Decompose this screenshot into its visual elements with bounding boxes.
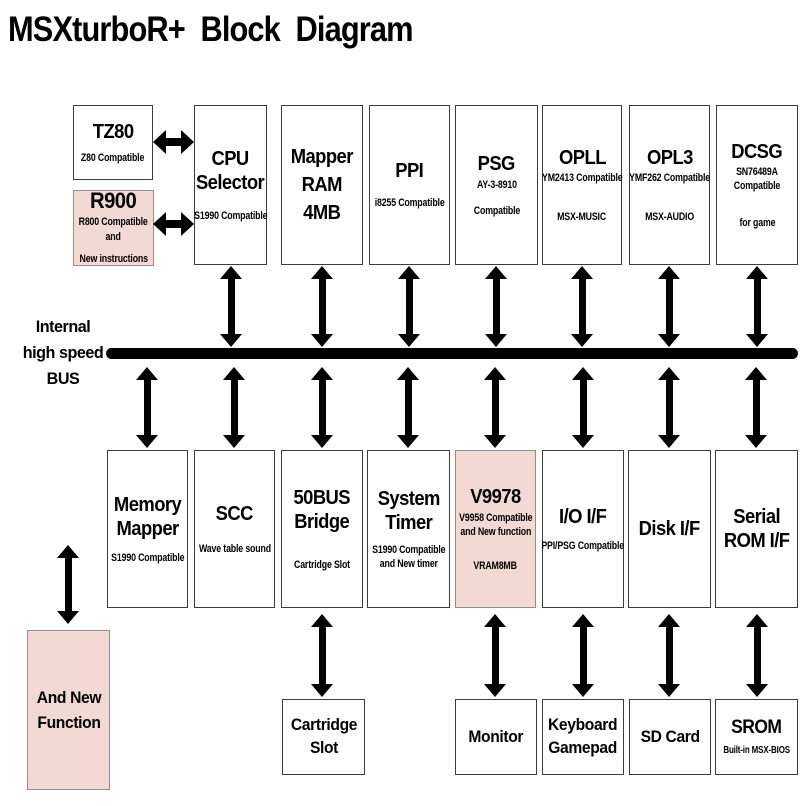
- v9978-line1: V9958 Compatible and New function: [458, 511, 533, 538]
- block-keyboard-gamepad: Keyboard Gamepad: [542, 699, 624, 775]
- arrow-bus-scc: [223, 367, 245, 448]
- arrow-50bus-bridge-cartridge-slot: [311, 614, 333, 697]
- opll-line1: YM2413 Compatible: [541, 172, 623, 185]
- block-system-timer: System Timer S1990 Compatible and New ti…: [367, 450, 450, 608]
- psg-line2: Compatible: [473, 205, 520, 217]
- block-sd-card: SD Card: [629, 699, 711, 775]
- cpu-selector-subtitle: S1990 Compatible: [193, 209, 268, 222]
- ppi-title: PPI: [395, 160, 424, 183]
- tz80-title: TZ80: [92, 120, 134, 143]
- io-if-subtitle: PPI/PSG Compatible: [541, 539, 625, 552]
- block-psg: PSG AY-3-8910 Compatible: [455, 105, 538, 265]
- arrow-bus-50bus-bridge: [311, 367, 333, 448]
- block-50bus-bridge: 50BUS Bridge Cartridge Slot: [281, 450, 363, 608]
- arrow-r900-cpu-selector: [153, 212, 194, 236]
- psg-title: PSG: [477, 152, 516, 175]
- page-title: MSXturboR+ Block Diagram: [8, 10, 414, 49]
- arrow-io-if-keyboard-gamepad: [572, 614, 594, 697]
- 50bus-bridge-title: 50BUS Bridge: [293, 486, 351, 533]
- block-tz80: TZ80 Z80 Compatible: [73, 105, 153, 180]
- serial-rom-if-title: Serial ROM I/F: [723, 506, 790, 552]
- block-opl3: OPL3 YMF262 Compatible MSX-AUDIO: [629, 105, 710, 265]
- block-memory-mapper: Memory Mapper S1990 Compatible: [107, 450, 188, 608]
- dcsg-line2: for game: [739, 216, 775, 229]
- arrow-cpu-selector-bus: [220, 266, 242, 347]
- block-r900: R900 R800 Compatible and New instruction…: [73, 187, 154, 266]
- arrow-memory-mapper-and-new-function: [57, 545, 79, 624]
- block-v9978: V9978 V9958 Compatible and New function …: [455, 450, 536, 608]
- arrow-bus-serial-rom-if: [745, 367, 767, 448]
- block-io-if: I/O I/F PPI/PSG Compatible: [541, 450, 625, 608]
- block-dcsg: DCSG SN76489A Compatible for game: [716, 105, 798, 265]
- arrow-opl3-bus: [658, 266, 680, 347]
- opl3-title: OPL3: [646, 147, 693, 170]
- arrow-ppi-bus: [398, 266, 420, 347]
- tz80-subtitle: Z80 Compatible: [81, 151, 145, 164]
- v9978-line2: VRAM8MB: [473, 560, 518, 573]
- sd-card-title: SD Card: [640, 726, 700, 746]
- block-opll: OPLL YM2413 Compatible MSX-MUSIC: [542, 105, 622, 265]
- arrow-v9978-monitor: [484, 614, 506, 697]
- r900-line2: New instructions: [79, 252, 148, 265]
- block-and-new-function: And New Function: [27, 630, 110, 790]
- 50bus-bridge-subtitle: Cartridge Slot: [294, 558, 350, 571]
- opl3-line2: MSX-AUDIO: [645, 210, 694, 223]
- block-srom: SROM Built-in MSX-BIOS: [715, 699, 798, 775]
- memory-mapper-title: Memory Mapper: [113, 493, 182, 540]
- keyboard-gamepad-title: Keyboard Gamepad: [548, 715, 618, 757]
- block-disk-if: Disk I/F: [628, 450, 711, 608]
- opll-line2: MSX-MUSIC: [557, 210, 607, 223]
- psg-line1: AY-3-8910: [476, 178, 517, 191]
- monitor-title: Monitor: [468, 726, 524, 746]
- arrow-bus-system-timer: [397, 367, 419, 448]
- memory-mapper-subtitle: S1990 Compatible: [110, 551, 185, 564]
- mapper-ram-title: Mapper RAM 4MB: [290, 146, 354, 224]
- system-timer-subtitle: S1990 Compatible and New timer: [371, 543, 446, 570]
- srom-subtitle: Built-in MSX-BIOS: [723, 745, 790, 757]
- io-if-title: I/O I/F: [559, 505, 607, 528]
- arrow-dcsg-bus: [746, 266, 768, 347]
- ppi-subtitle: i8255 Compatible: [374, 197, 445, 210]
- and-new-function-title: And New Function: [36, 687, 101, 733]
- dcsg-line1: SN76489A Compatible: [733, 166, 781, 193]
- block-cartridge-slot: Cartridge Slot: [282, 699, 365, 775]
- scc-subtitle: Wave table sound: [198, 542, 271, 555]
- arrow-bus-io-if: [572, 367, 594, 448]
- arrow-psg-bus: [485, 266, 507, 347]
- arrow-opll-bus: [571, 266, 593, 347]
- srom-title: SROM: [731, 716, 782, 738]
- block-serial-rom-if: Serial ROM I/F: [715, 450, 798, 608]
- arrow-tz80-cpu-selector: [153, 130, 194, 154]
- block-ppi: PPI i8255 Compatible: [369, 105, 450, 265]
- internal-bus-bar: [106, 348, 798, 359]
- cpu-selector-title: CPU Selector: [196, 147, 265, 194]
- r900-line1: R800 Compatible and: [79, 216, 148, 243]
- arrow-bus-v9978: [484, 367, 506, 448]
- r900-title: R900: [90, 187, 137, 213]
- arrow-bus-memory-mapper: [136, 367, 158, 448]
- block-mapper-ram: Mapper RAM 4MB: [281, 105, 363, 265]
- arrow-mapper-ram-bus: [311, 266, 333, 347]
- v9978-title: V9978: [470, 485, 521, 508]
- cartridge-slot-title: Cartridge Slot: [290, 715, 357, 757]
- disk-if-title: Disk I/F: [638, 518, 701, 540]
- scc-title: SCC: [215, 502, 254, 525]
- opll-title: OPLL: [558, 147, 606, 170]
- system-timer-title: System Timer: [377, 487, 440, 534]
- block-scc: SCC Wave table sound: [194, 450, 275, 608]
- dcsg-title: DCSG: [731, 141, 784, 164]
- opl3-line1: YMF262 Compatible: [629, 172, 710, 185]
- arrow-bus-disk-if: [658, 367, 680, 448]
- arrow-serial-rom-if-srom: [746, 614, 768, 697]
- bus-label: Internal high speed BUS: [22, 317, 104, 388]
- arrow-disk-if-sd-card: [658, 614, 680, 697]
- block-monitor: Monitor: [455, 699, 537, 775]
- block-cpu-selector: CPU Selector S1990 Compatible: [194, 105, 267, 265]
